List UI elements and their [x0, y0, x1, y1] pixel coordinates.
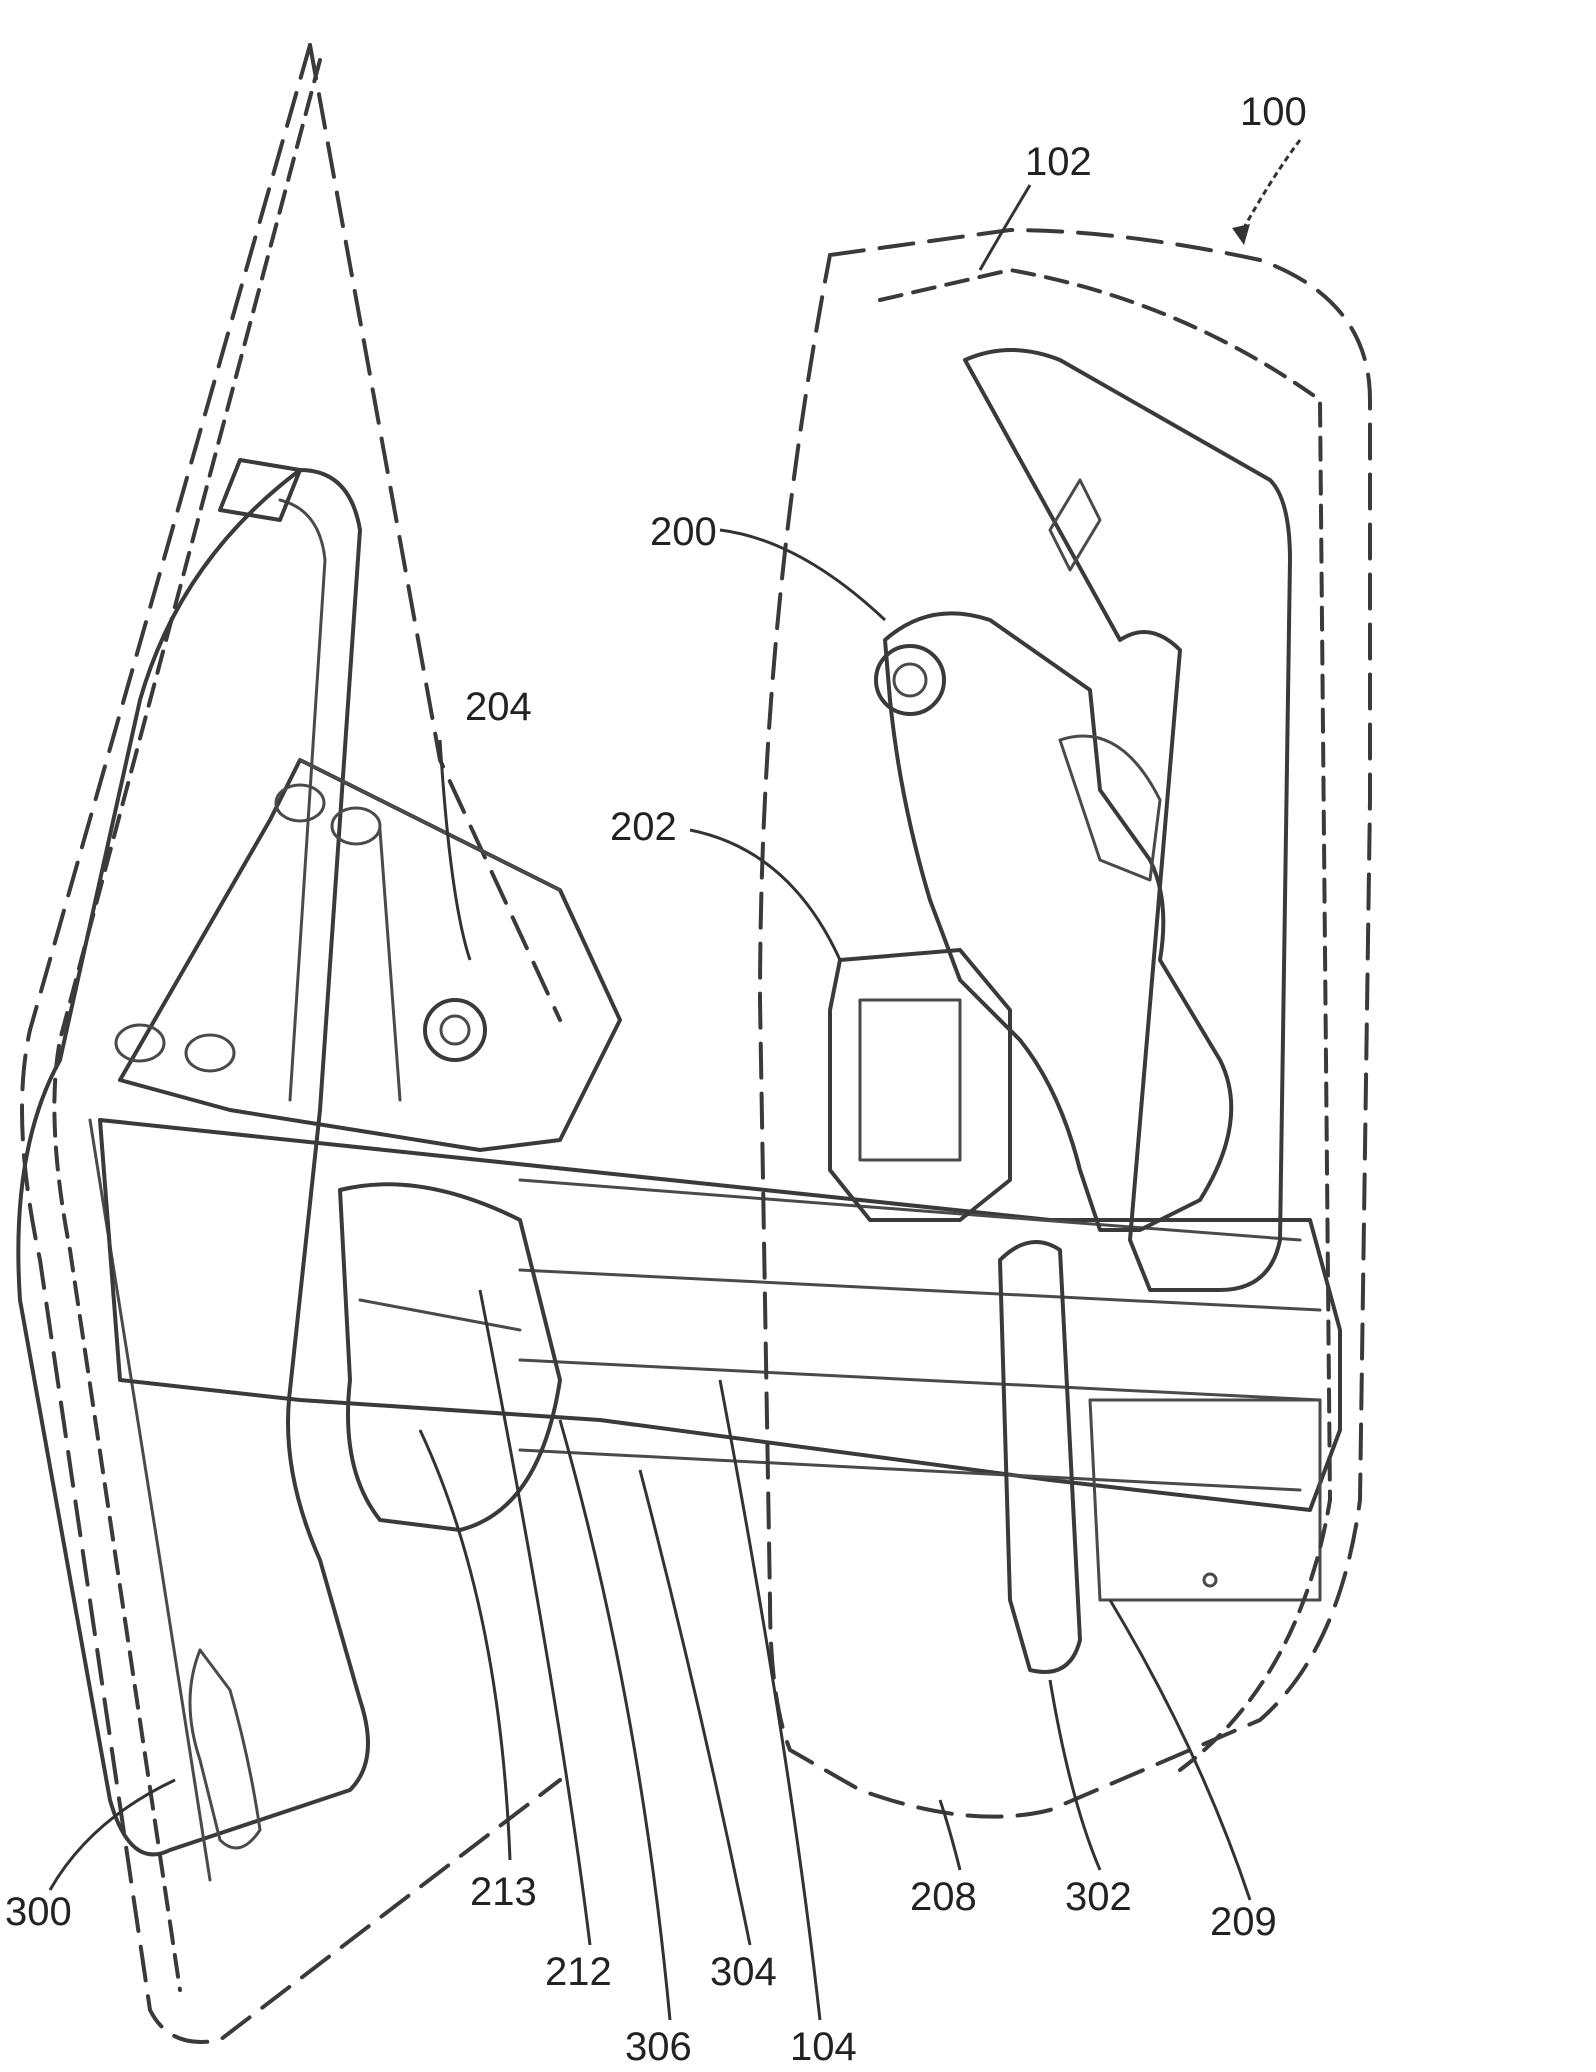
leader-209 — [1110, 1600, 1250, 1900]
label-306: 306 — [625, 2025, 692, 2069]
leader-212 — [480, 1290, 590, 1945]
label-200: 200 — [650, 510, 717, 554]
right-phantom-outline-102 — [760, 230, 1370, 1817]
label-208: 208 — [910, 1875, 977, 1919]
leader-104 — [720, 1380, 820, 2020]
seat-back-panel — [965, 350, 1290, 1290]
label-209: 209 — [1210, 1900, 1277, 1944]
label-213: 213 — [470, 1870, 537, 1914]
leader-306 — [560, 1420, 670, 2020]
label-102: 102 — [1025, 140, 1092, 184]
cross-beam — [100, 1120, 1340, 1672]
leader-304 — [640, 1470, 750, 1945]
side-panel-300 — [18, 460, 368, 1880]
box-204 — [116, 760, 620, 1150]
leader-202 — [690, 830, 840, 960]
label-302: 302 — [1065, 1875, 1132, 1919]
leader-208 — [940, 1800, 960, 1870]
leader-102 — [980, 185, 1030, 270]
arrowhead-100 — [1232, 224, 1250, 245]
label-212: 212 — [545, 1950, 612, 1994]
leader-200 — [720, 530, 885, 620]
leader-213 — [420, 1430, 510, 1860]
left-phantom-outline — [22, 45, 560, 2042]
label-104: 104 — [790, 2025, 857, 2069]
label-204: 204 — [465, 685, 532, 729]
bag-bracket-212 — [340, 1184, 560, 1530]
label-100: 100 — [1240, 90, 1307, 134]
reference-labels: 100 102 200 204 202 300 213 212 306 304 … — [5, 90, 1307, 2069]
label-304: 304 — [710, 1950, 777, 1994]
label-202: 202 — [610, 805, 677, 849]
leader-204 — [440, 740, 470, 960]
hinge-bracket-200 — [830, 613, 1231, 1230]
leader-302 — [1050, 1680, 1100, 1870]
label-300: 300 — [5, 1890, 72, 1934]
leader-100 — [1240, 140, 1300, 235]
